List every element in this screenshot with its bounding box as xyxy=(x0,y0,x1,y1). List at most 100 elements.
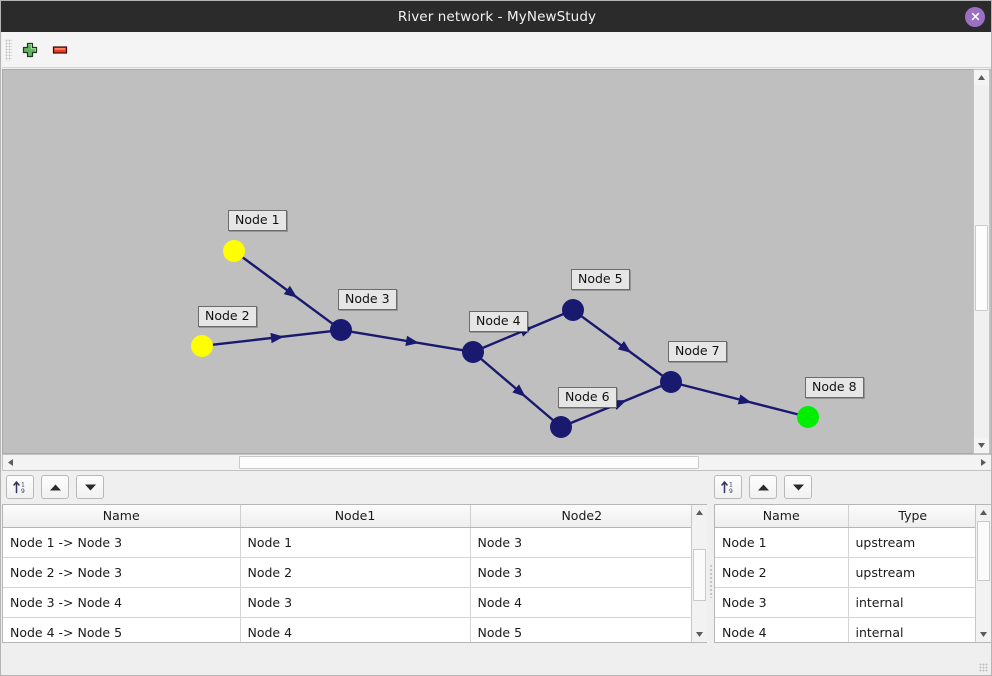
table-cell[interactable]: Node 3 xyxy=(470,527,691,558)
window-resize-grip[interactable] xyxy=(979,663,988,672)
scroll-left-icon[interactable] xyxy=(3,455,18,470)
graph-node-label[interactable]: Node 5 xyxy=(571,269,630,290)
graph-node[interactable] xyxy=(797,406,819,428)
column-header[interactable]: Name xyxy=(715,505,849,528)
column-header[interactable]: Type xyxy=(848,505,975,528)
table-cell[interactable]: Node 1 xyxy=(715,527,849,558)
canvas-horizontal-scrollbar[interactable] xyxy=(2,454,991,471)
reaches-table-scrollbar[interactable] xyxy=(691,505,707,642)
graph-node[interactable] xyxy=(462,341,484,363)
graph-node-label[interactable]: Node 7 xyxy=(668,341,727,362)
graph-node-label[interactable]: Node 3 xyxy=(338,289,397,310)
remove-node-icon[interactable] xyxy=(45,35,75,65)
scroll-down-icon[interactable] xyxy=(976,627,991,642)
column-header[interactable]: Node1 xyxy=(240,505,471,528)
table-cell[interactable]: Node 4 -> Node 5 xyxy=(3,617,241,642)
table-cell[interactable]: internal xyxy=(848,617,975,642)
main-toolbar xyxy=(2,32,991,68)
column-header[interactable]: Name xyxy=(3,505,241,528)
svg-text:1: 1 xyxy=(21,482,25,489)
sort-icon[interactable]: 1 9 xyxy=(714,475,742,499)
network-graph-canvas[interactable]: Node 1 Node 2 Node 3 Node 4 Node 5 Node 6 Node… xyxy=(2,69,991,454)
table-cell[interactable]: Node 4 xyxy=(715,617,849,642)
graph-node[interactable] xyxy=(223,240,245,262)
graph-edge-arrow xyxy=(737,394,752,405)
nodes-table-scrollbar[interactable] xyxy=(975,505,991,642)
table-cell[interactable]: upstream xyxy=(848,527,975,558)
move-up-icon[interactable] xyxy=(749,475,777,499)
table-cell[interactable]: internal xyxy=(848,587,975,618)
splitter-grip-icon xyxy=(709,564,712,598)
table-cell[interactable]: Node 1 -> Node 3 xyxy=(3,527,241,558)
graph-edge-arrow xyxy=(405,335,420,346)
reaches-scroll-thumb[interactable] xyxy=(693,549,706,601)
graph-edge-arrow xyxy=(512,384,526,397)
graph-node-label[interactable]: Node 8 xyxy=(805,377,864,398)
graph-node[interactable] xyxy=(660,371,682,393)
table-cell[interactable]: Node 3 xyxy=(715,587,849,618)
vertical-splitter[interactable] xyxy=(707,501,714,661)
scroll-down-icon[interactable] xyxy=(974,438,989,453)
graph-node[interactable] xyxy=(562,299,584,321)
move-up-icon[interactable] xyxy=(41,475,69,499)
graph-node[interactable] xyxy=(550,416,572,438)
graph-node-label[interactable]: Node 6 xyxy=(558,387,617,408)
add-node-icon[interactable] xyxy=(15,35,45,65)
canvas-vertical-scroll-thumb[interactable] xyxy=(975,225,988,311)
table-cell[interactable]: Node 5 xyxy=(470,617,691,642)
table-cell[interactable]: Node 1 xyxy=(240,527,471,558)
graph-node[interactable] xyxy=(330,319,352,341)
table-cell[interactable]: Node 3 -> Node 4 xyxy=(3,587,241,618)
scroll-down-icon[interactable] xyxy=(692,627,707,642)
move-down-icon[interactable] xyxy=(76,475,104,499)
table-cell[interactable]: Node 2 xyxy=(715,557,849,588)
svg-text:1: 1 xyxy=(729,482,733,489)
scroll-up-icon[interactable] xyxy=(976,505,991,520)
column-header[interactable]: Node2 xyxy=(470,505,691,528)
table-cell[interactable]: Node 2 xyxy=(240,557,471,588)
scroll-up-icon[interactable] xyxy=(692,505,707,520)
graph-node-label[interactable]: Node 2 xyxy=(198,306,257,327)
reaches-toolbar: 1 9 xyxy=(2,474,104,500)
move-down-icon[interactable] xyxy=(784,475,812,499)
scroll-up-icon[interactable] xyxy=(974,70,989,85)
nodes-scroll-thumb[interactable] xyxy=(977,521,990,581)
canvas-horizontal-scroll-thumb[interactable] xyxy=(239,456,699,469)
table-cell[interactable]: Node 3 xyxy=(240,587,471,618)
table-cell[interactable]: Node 4 xyxy=(470,587,691,618)
table-cell[interactable]: Node 2 -> Node 3 xyxy=(3,557,241,588)
graph-node-label[interactable]: Node 4 xyxy=(469,311,528,332)
table-cell[interactable]: upstream xyxy=(848,557,975,588)
table-cell[interactable]: Node 3 xyxy=(470,557,691,588)
graph-node[interactable] xyxy=(191,335,213,357)
window-titlebar: River network - MyNewStudy xyxy=(1,1,991,32)
sort-icon[interactable]: 1 9 xyxy=(6,475,34,499)
table-cell[interactable]: Node 4 xyxy=(240,617,471,642)
nodes-toolbar: 1 9 xyxy=(714,474,812,500)
svg-text:9: 9 xyxy=(21,488,25,495)
toolbar-drag-handle[interactable] xyxy=(5,38,12,61)
scroll-right-icon[interactable] xyxy=(976,455,991,470)
canvas-vertical-scrollbar[interactable] xyxy=(973,69,990,454)
graph-node-label[interactable]: Node 1 xyxy=(228,210,287,231)
close-icon[interactable] xyxy=(965,6,985,27)
graph-edge-arrow xyxy=(617,340,632,353)
